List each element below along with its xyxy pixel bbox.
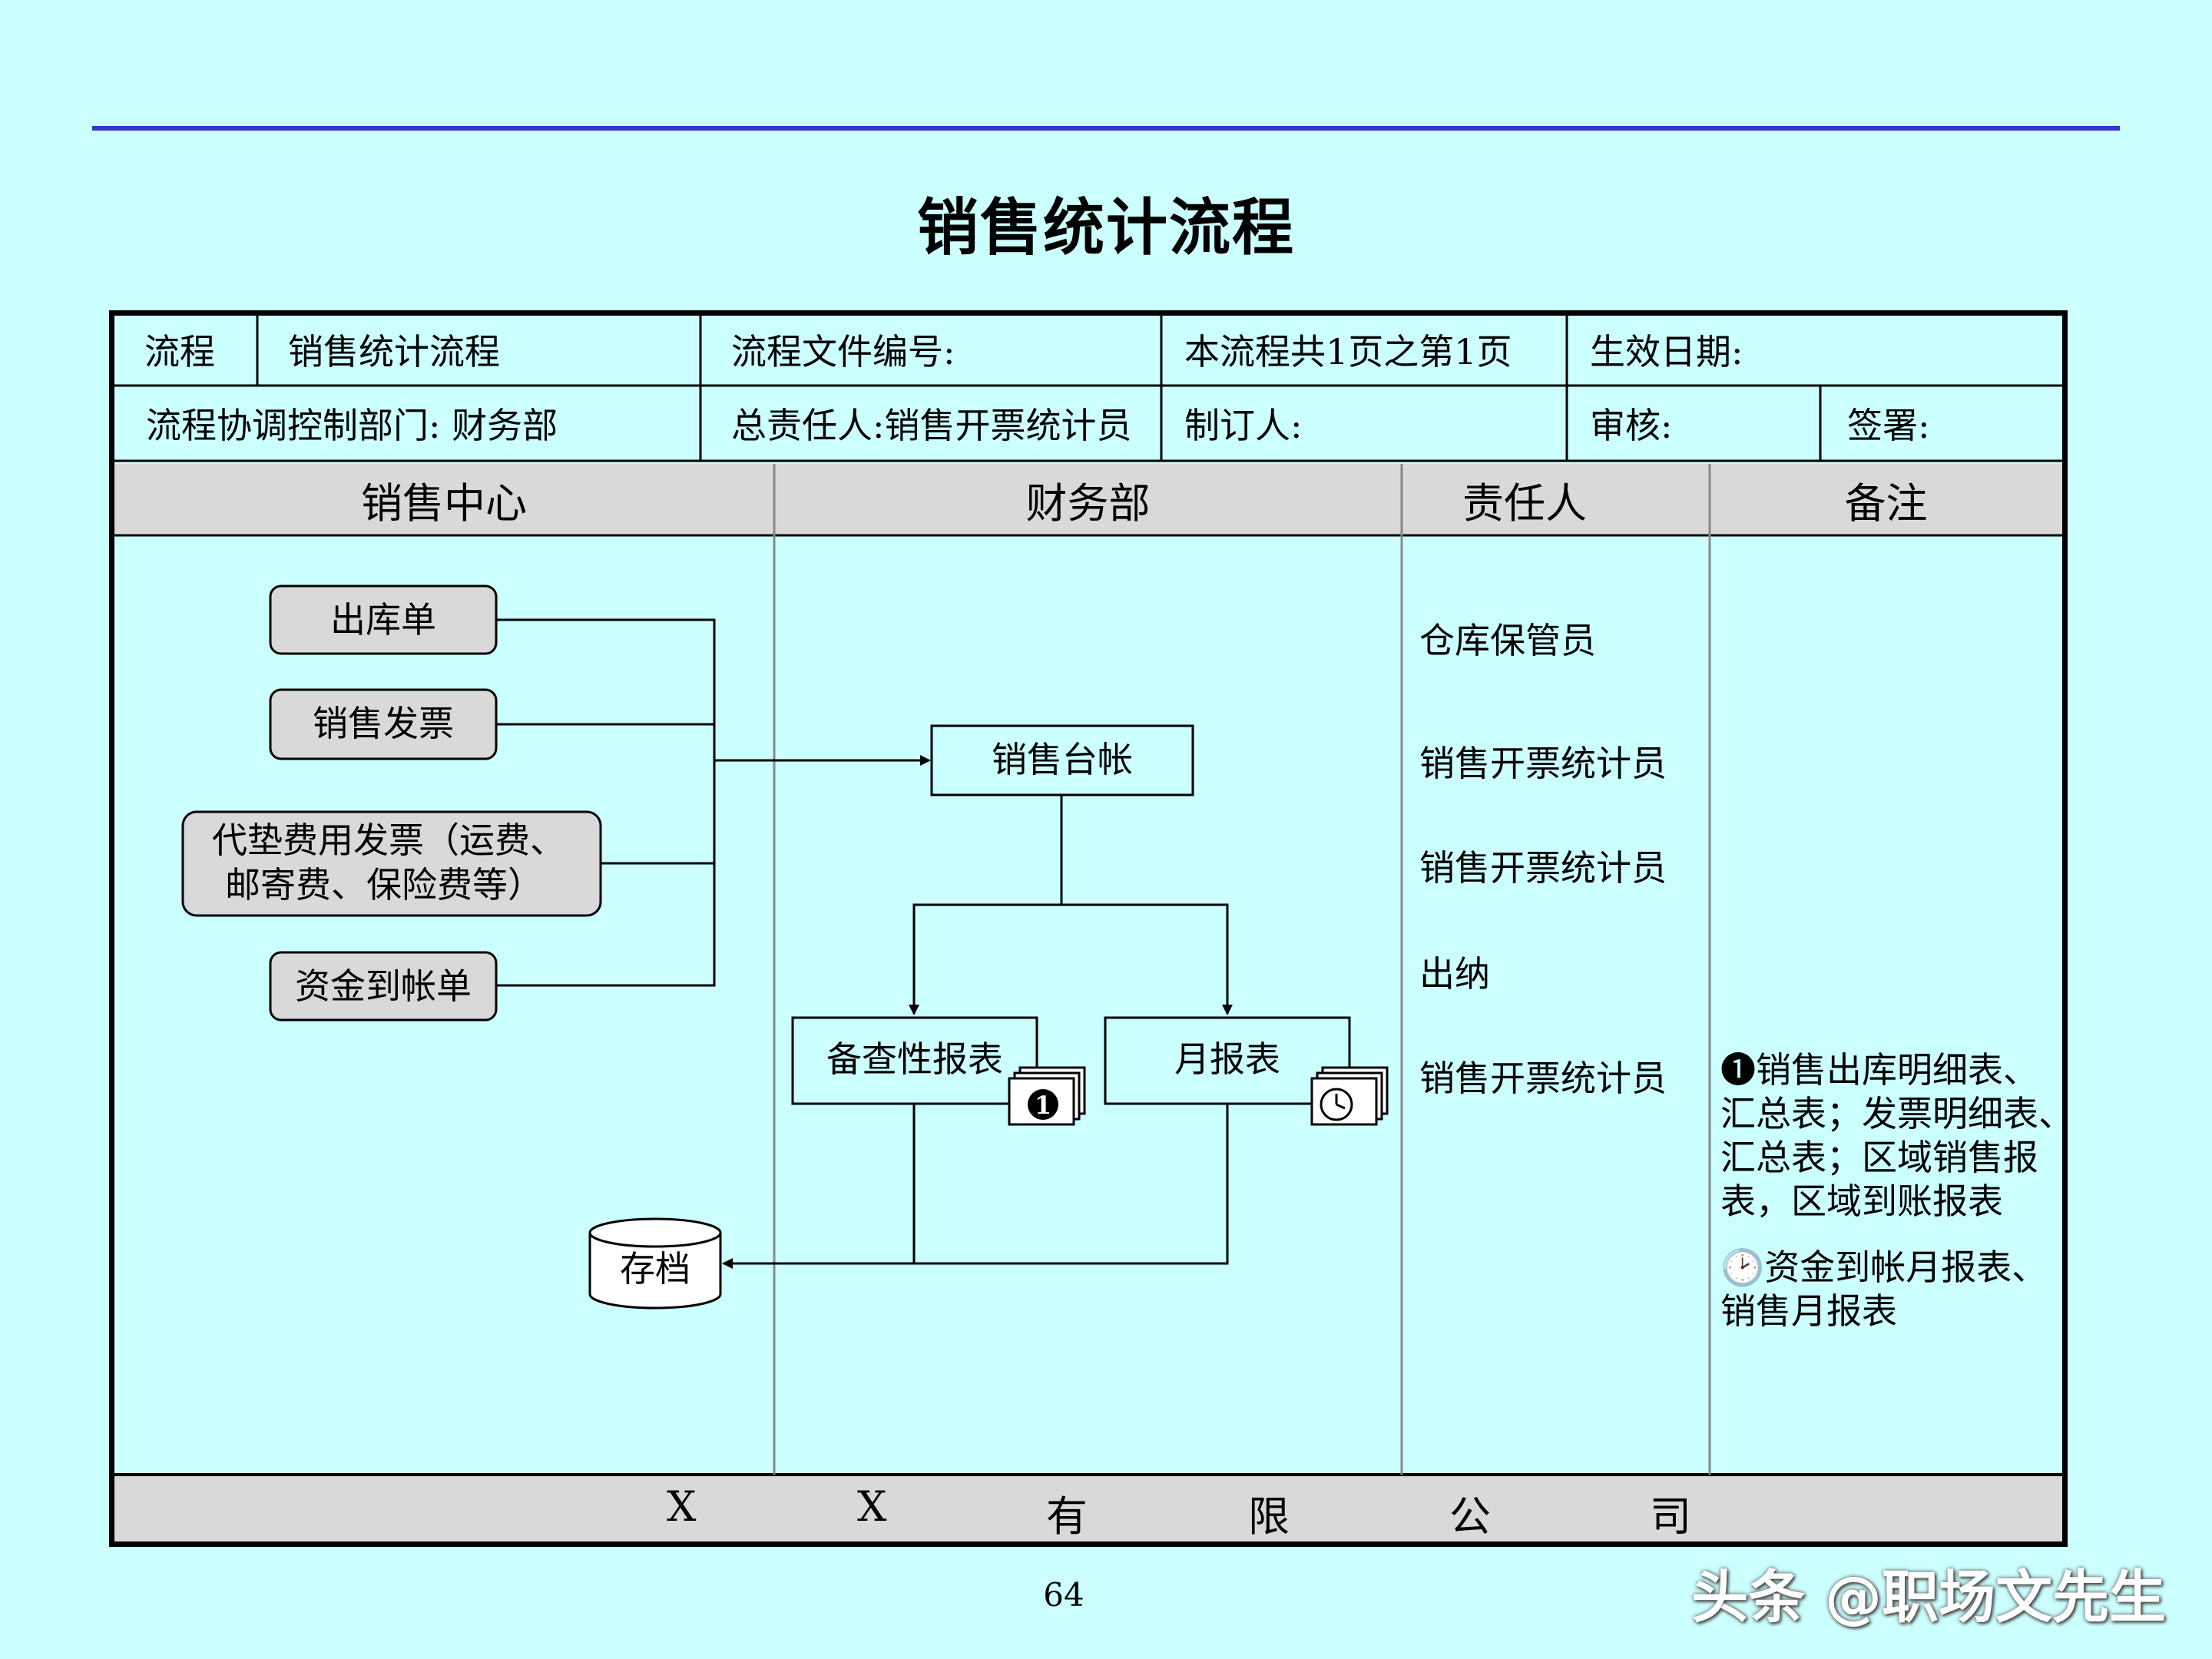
table-frame bbox=[109, 310, 2068, 1547]
footer-char: 限 bbox=[1248, 1492, 1290, 1541]
node-advance-line1: 代垫费用发票（运费、 bbox=[212, 820, 565, 861]
reviewer-field: 审核: bbox=[1590, 405, 1673, 446]
node-archive-label: 存档 bbox=[620, 1248, 690, 1290]
watermark: 头条 @职场文先生 bbox=[1691, 1565, 2166, 1631]
node-advance-invoice: 代垫费用发票（运费、 邮寄费、保险费等） bbox=[181, 810, 602, 917]
process-label: 流程 bbox=[144, 331, 215, 373]
node-monthly-report-label: 月报表 bbox=[1174, 1038, 1280, 1080]
footer-char: 公 bbox=[1449, 1492, 1491, 1541]
effective-date: 生效日期: bbox=[1590, 331, 1743, 373]
page-title: 销售统计流程 bbox=[917, 192, 1295, 263]
node-archive: 存档 bbox=[588, 1217, 722, 1310]
process-owner: 总责任人:销售开票统计员 bbox=[731, 405, 1132, 446]
document-stack-clock-icon bbox=[1310, 1066, 1389, 1126]
swimlane-dividers bbox=[773, 464, 1711, 1475]
header-grid-lines bbox=[114, 313, 2062, 1476]
lane-header-sales-center: 销售中心 bbox=[361, 478, 527, 528]
footer-band bbox=[114, 1476, 2062, 1542]
node-ledger-label: 销售台帐 bbox=[992, 739, 1133, 780]
node-monthly-report: 月报表 bbox=[1104, 1016, 1351, 1105]
page-info: 本流程共1页之第1页 bbox=[1184, 331, 1512, 373]
node-out-slip-label: 出库单 bbox=[330, 599, 436, 641]
node-check-report: 备查性报表 bbox=[791, 1016, 1038, 1105]
note-1-line: 表，区域到账报表 bbox=[1720, 1181, 2003, 1222]
node-check-report-label: 备查性报表 bbox=[826, 1038, 1003, 1080]
note-1-line: 汇总表；发票明细表、 bbox=[1720, 1093, 2074, 1134]
lane-header-responsible: 责任人 bbox=[1462, 478, 1587, 528]
node-sales-invoice: 销售发票 bbox=[269, 688, 498, 760]
node-advance-line2: 邮寄费、保险费等） bbox=[225, 864, 543, 906]
svg-text:1: 1 bbox=[1035, 1091, 1051, 1120]
lane-header-notes: 备注 bbox=[1844, 478, 1928, 528]
note-2-line: 🕑资金到帐月报表、 bbox=[1720, 1247, 2048, 1288]
top-rule bbox=[92, 126, 2120, 131]
note-1: ❶销售出库明细表、 汇总表；发票明细表、 汇总表；区域销售报 表，区域到账报表 bbox=[1720, 1048, 2074, 1224]
signature-field: 签署: bbox=[1847, 405, 1930, 446]
responsible-item: 销售开票统计员 bbox=[1419, 743, 1667, 784]
note-1-line: ❶销售出库明细表、 bbox=[1720, 1049, 2038, 1091]
note-2-line: 销售月报表 bbox=[1720, 1290, 1897, 1332]
node-out-slip: 出库单 bbox=[269, 584, 498, 655]
responsible-item: 仓库保管员 bbox=[1419, 620, 1596, 661]
connector-lines bbox=[496, 618, 1233, 1269]
node-fund-slip-label: 资金到帐单 bbox=[295, 965, 472, 1007]
file-number: 流程文件编号: bbox=[731, 331, 955, 373]
note-1-line: 汇总表；区域销售报 bbox=[1720, 1137, 2038, 1178]
process-name: 销售统计流程 bbox=[288, 331, 500, 373]
note-2: 🕑资金到帐月报表、 销售月报表 bbox=[1720, 1246, 2047, 1333]
footer-char: 司 bbox=[1650, 1492, 1691, 1541]
node-ledger: 销售台帐 bbox=[930, 724, 1194, 796]
column-header-band bbox=[114, 464, 2062, 535]
responsible-item: 出纳 bbox=[1419, 953, 1490, 995]
responsible-item: 销售开票统计员 bbox=[1419, 847, 1667, 889]
page-number: 64 bbox=[1043, 1576, 1084, 1614]
footer-char: 有 bbox=[1046, 1492, 1088, 1541]
footer-char: X bbox=[667, 1482, 697, 1531]
footer-char: X bbox=[857, 1482, 887, 1531]
author-field: 制订人: bbox=[1184, 405, 1303, 446]
control-dept: 流程协调控制部门: 财务部 bbox=[146, 405, 558, 446]
node-fund-slip: 资金到帐单 bbox=[269, 951, 498, 1022]
lane-header-finance: 财务部 bbox=[1025, 478, 1151, 528]
responsible-item: 销售开票统计员 bbox=[1419, 1058, 1667, 1099]
node-sales-invoice-label: 销售发票 bbox=[313, 703, 454, 744]
badge-one-icon bbox=[1028, 1089, 1058, 1120]
document-stack-icon: 1 bbox=[1008, 1066, 1086, 1126]
